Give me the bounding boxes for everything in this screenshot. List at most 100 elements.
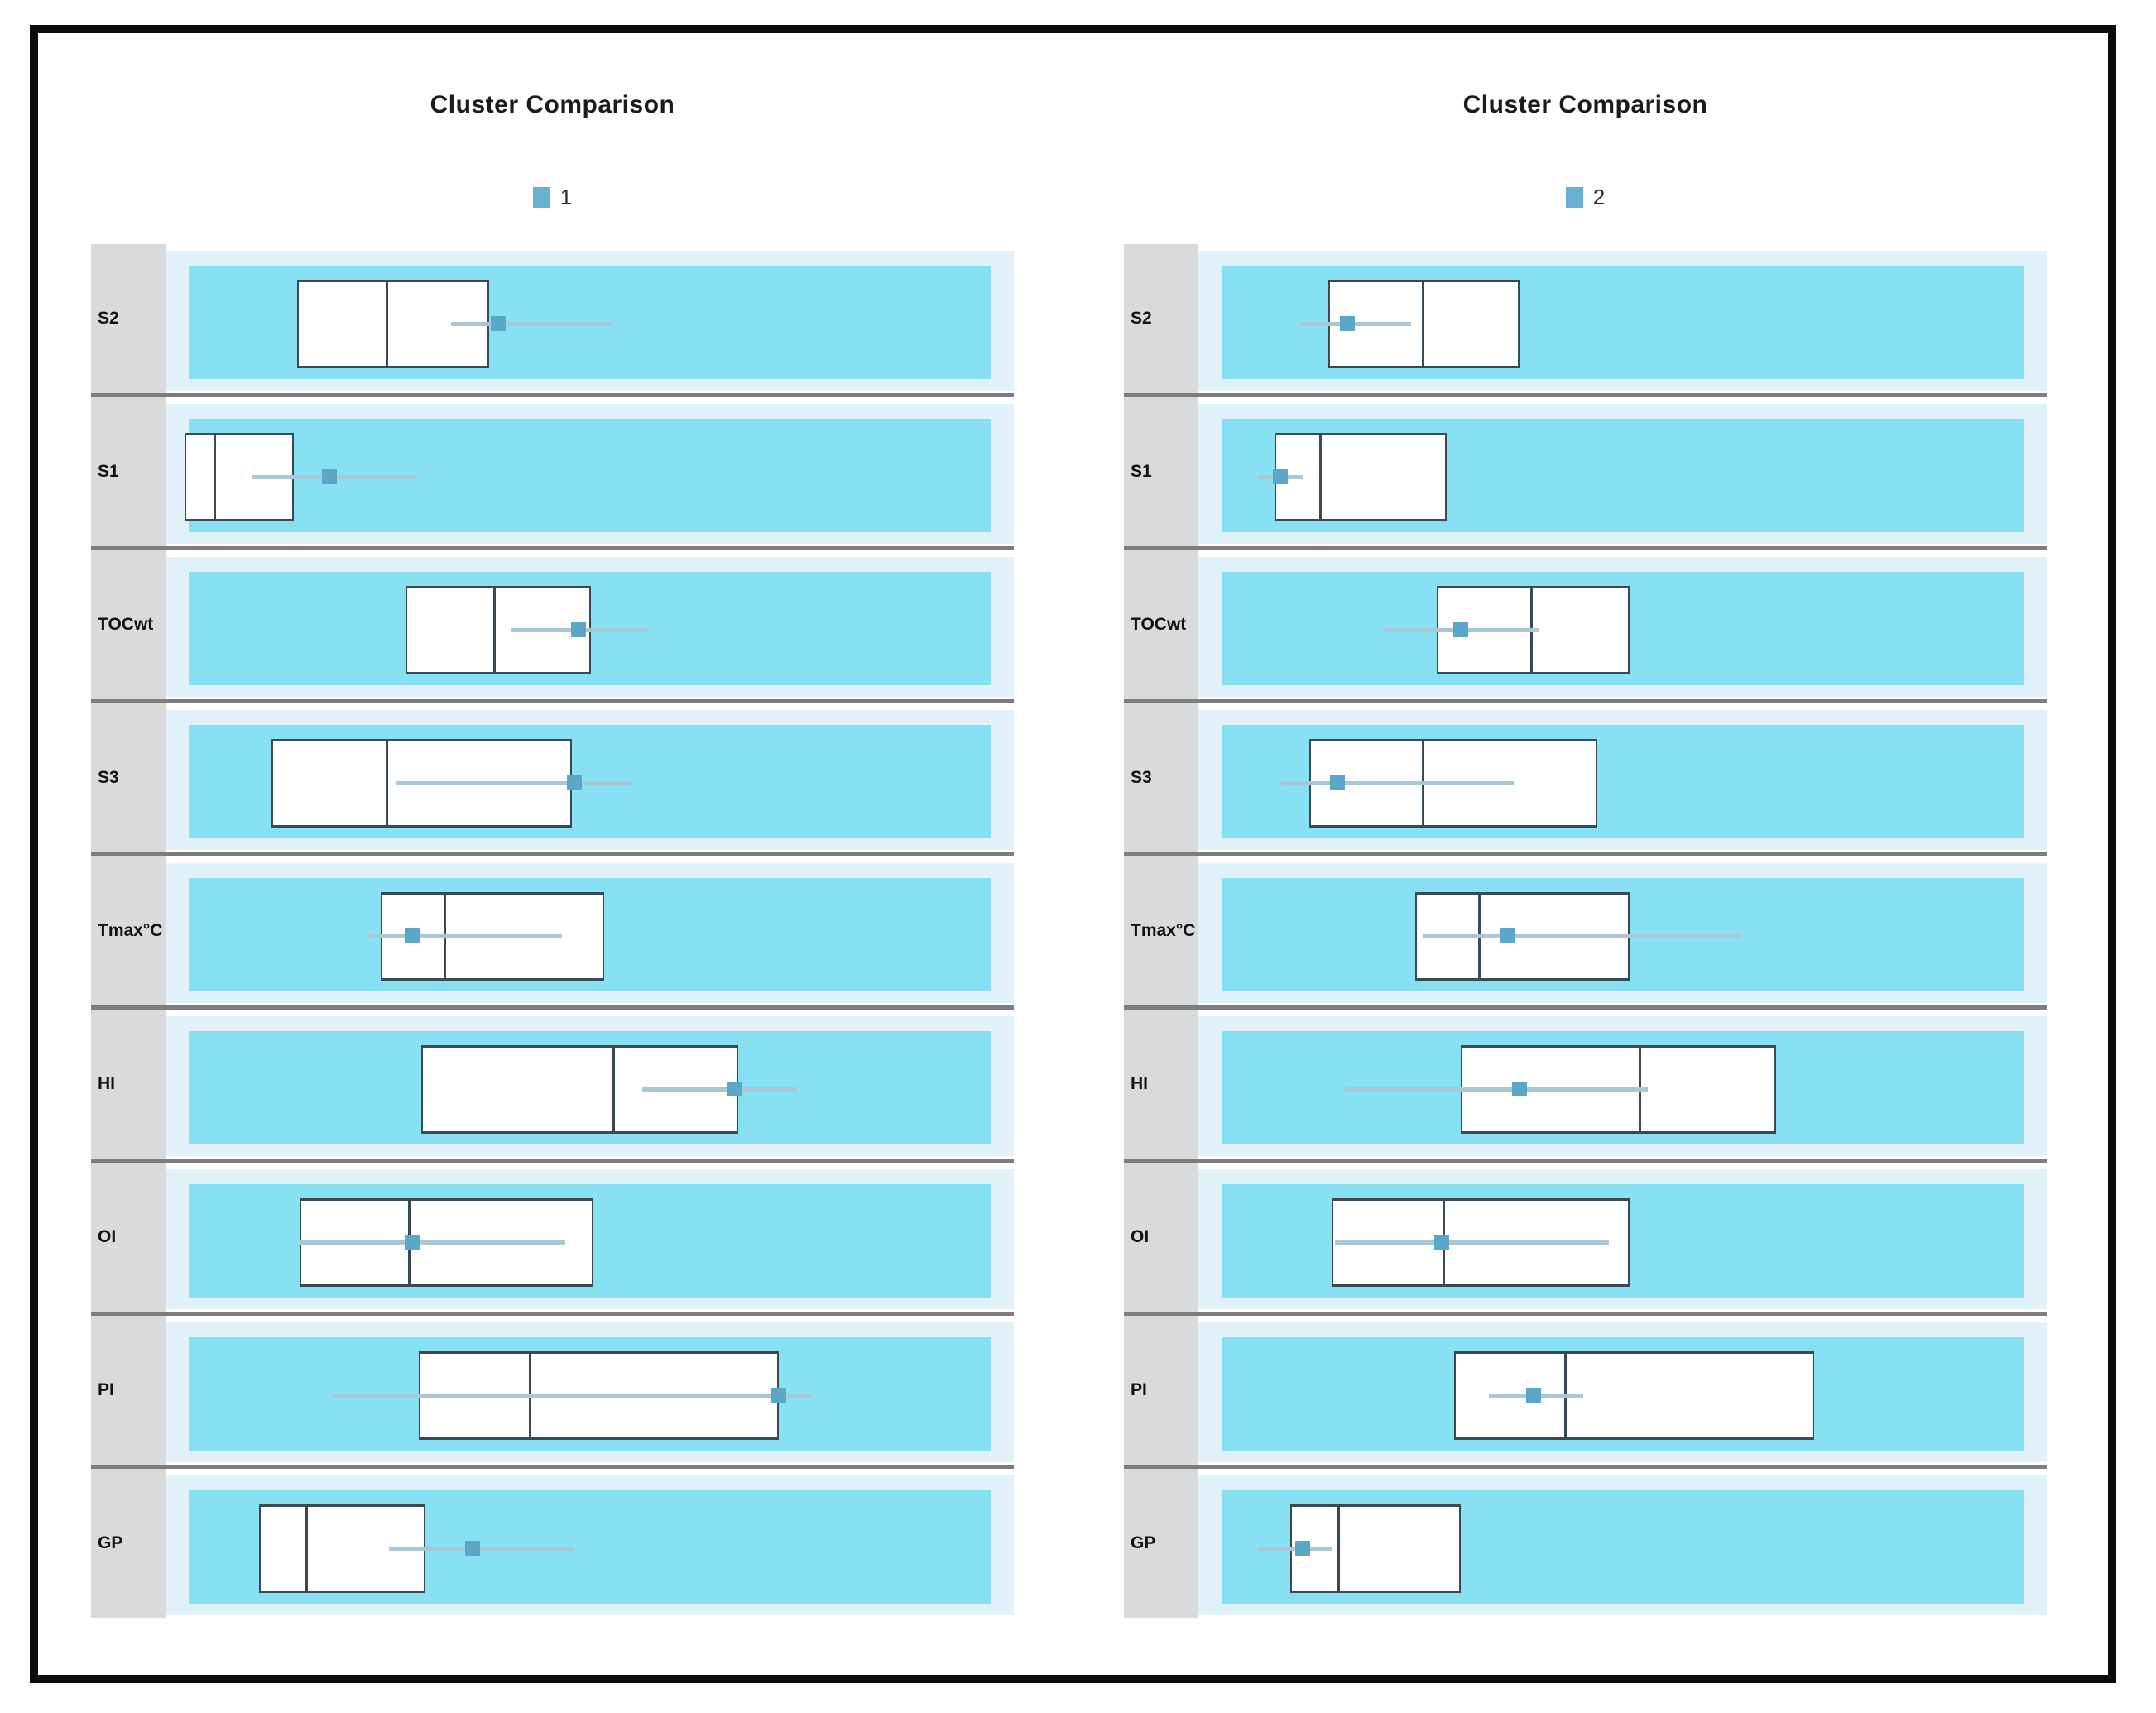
page-title: Cluster Comparison [430,91,675,118]
row-divider [91,1159,1014,1163]
boxplot-row: GP [1124,1469,2047,1622]
boxplot-row: HI [91,1010,1014,1163]
mean-marker [567,775,583,790]
mean-marker [1295,1541,1311,1556]
whisker-line [1422,934,1741,938]
category-label: TOCwt [1124,550,1198,699]
boxplot-row: S1 [91,397,1014,550]
mean-marker [405,1235,420,1250]
mean-marker [1512,1082,1528,1096]
legend-label: 1 [559,185,573,209]
boxplot-row: S2 [1124,244,2047,397]
mean-marker [1434,1235,1450,1250]
mean-marker [1330,775,1346,790]
whisker-line [1281,781,1515,785]
category-label: PI [1124,1316,1198,1465]
category-label: S3 [1124,703,1198,852]
legend-label: 2 [1592,185,1606,209]
whisker-line [642,1087,798,1092]
mean-marker [726,1082,742,1096]
boxplot-row: S2 [91,244,1014,397]
boxplot-row: Tmax°C [1124,856,2047,1010]
whisker-line [300,1240,565,1245]
row-divider [1124,852,2047,856]
mean-marker [1340,316,1356,331]
whisker-line [451,322,614,326]
mean-marker [490,316,506,331]
category-label: S3 [91,703,166,852]
category-label: OI [1124,1163,1198,1312]
boxplot-row: S3 [91,703,1014,856]
category-label: Tmax°C [1124,856,1198,1005]
row-divider [1124,699,2047,703]
legend: 2 [1124,185,2047,210]
boxplot-row: PI [1124,1316,2047,1469]
row-divider [91,1312,1014,1316]
category-label: TOCwt [91,550,166,699]
category-label: OI [91,1163,166,1312]
mean-marker [1273,469,1289,484]
row-divider [91,546,1014,550]
row-divider [91,1005,1014,1010]
boxplot-row: S1 [1124,397,2047,550]
mean-marker [465,1541,481,1556]
median-line [1337,1507,1341,1591]
legend-swatch-icon [1565,187,1583,208]
category-label: PI [91,1316,166,1465]
category-label: S1 [91,397,166,546]
row-divider [91,1465,1014,1469]
boxplot-row: S3 [1124,703,2047,856]
whisker-line [366,934,562,938]
page-title: Cluster Comparison [1462,91,1708,118]
row-divider [91,852,1014,856]
category-label: GP [1124,1469,1198,1618]
mean-marker [571,622,587,637]
category-label: Tmax°C [91,856,166,1005]
median-line [612,1048,616,1131]
boxplot-row: TOCwt [91,550,1014,703]
whisker-line [1345,1087,1649,1092]
mean-marker [1525,1388,1541,1403]
boxplot-row: GP [91,1469,1014,1622]
category-label: HI [91,1010,166,1159]
whisker-line [1335,1240,1610,1245]
whisker-line [331,1394,812,1398]
median-line [214,435,217,519]
category-label: S2 [1124,244,1198,393]
median-line [1421,282,1424,366]
mean-marker [405,928,420,943]
legend-swatch-icon [532,187,550,208]
boxplot-row: OI [91,1163,1014,1316]
row-divider [1124,1312,2047,1316]
mean-marker [1453,622,1468,637]
whisker-line [1257,1547,1332,1551]
row-divider [1124,1005,2047,1010]
boxplot-row: Tmax°C [91,856,1014,1010]
median-line [385,282,388,366]
category-label: S2 [91,244,166,393]
row-divider [1124,546,2047,550]
row-divider [1124,1159,2047,1163]
category-label: S1 [1124,397,1198,546]
category-label: GP [91,1469,166,1618]
boxplot-row: HI [1124,1010,2047,1163]
median-line [1318,435,1322,519]
boxplot-row: TOCwt [1124,550,2047,703]
category-label: HI [1124,1010,1198,1159]
legend: 1 [91,185,1014,210]
median-line [492,588,496,672]
row-divider [91,699,1014,703]
row-divider [1124,393,2047,397]
row-divider [91,393,1014,397]
whisker-line [1300,322,1412,326]
boxplot-row: PI [91,1316,1014,1469]
median-line [305,1507,309,1591]
boxplot-row: OI [1124,1163,2047,1316]
mean-marker [321,469,337,484]
whisker-line [395,781,632,785]
mean-marker [771,1388,787,1403]
row-divider [1124,1465,2047,1469]
